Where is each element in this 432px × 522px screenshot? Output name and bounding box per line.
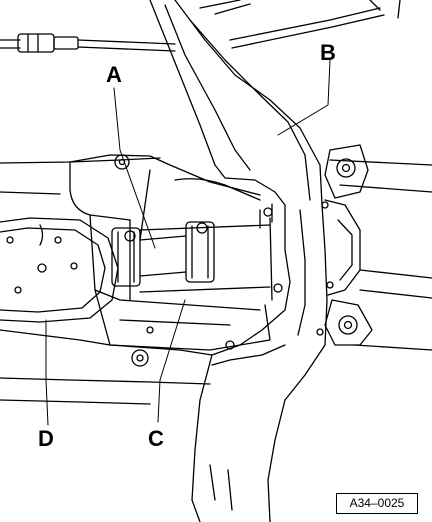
component-b-cross-member bbox=[149, 0, 334, 522]
leader-line-a bbox=[113, 87, 156, 249]
exhaust-pipe bbox=[69, 154, 273, 311]
component-d-heat-shield bbox=[0, 217, 119, 323]
reference-code-label: A34–0025 bbox=[336, 493, 418, 514]
vehicle-floor-outline bbox=[0, 157, 432, 405]
component-a-clamp bbox=[111, 221, 215, 287]
right-mount-brackets bbox=[114, 144, 373, 346]
callout-a: A bbox=[106, 62, 122, 87]
leader-line-d bbox=[45, 319, 49, 426]
shift-cable bbox=[0, 0, 401, 53]
leader-line-c bbox=[157, 299, 186, 423]
leader-line-b bbox=[277, 59, 331, 136]
callout-c: C bbox=[148, 426, 164, 451]
callout-d: D bbox=[38, 426, 54, 451]
leader-lines bbox=[45, 59, 331, 426]
component-c-lower-shield bbox=[94, 289, 271, 367]
callout-b: B bbox=[320, 40, 336, 65]
